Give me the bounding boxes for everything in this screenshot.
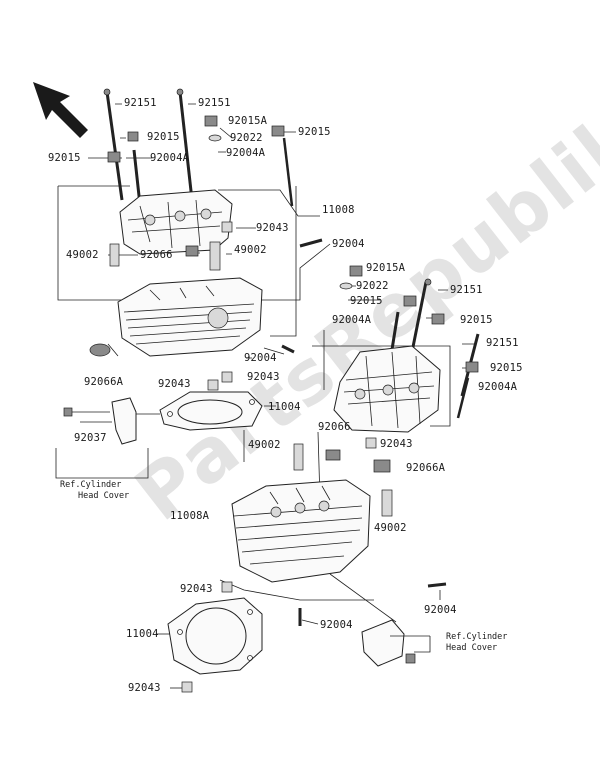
part-label-92043-dowel-b[interactable]: 92043 [158,378,191,390]
ref-note-rear-line-2: Head Cover [446,643,498,653]
part-label-92004A-stud-b[interactable]: 92004A [226,147,266,159]
part-label-92004-stud-d[interactable]: 92004 [320,619,353,631]
part-label-11004-gasket-front[interactable]: 11004 [268,401,301,413]
part-label-92004A-stud-rear-b[interactable]: 92004A [478,381,518,393]
part-label-92043-dowel-f[interactable]: 92043 [128,682,161,694]
part-label-92004A-stud-rear[interactable]: 92004A [332,314,372,326]
part-label-49002-tappet-a[interactable]: 49002 [66,249,99,261]
part-label-92066-plug-rear[interactable]: 92066 [318,421,351,433]
part-label-92043-dowel-c[interactable]: 92043 [247,371,280,383]
part-label-49002-tappet-d[interactable]: 49002 [374,522,407,534]
part-label-92151-bolt-b[interactable]: 92151 [198,97,231,109]
part-label-92015-nut-a[interactable]: 92015 [147,131,180,143]
part-label-92015-nut-rear-a[interactable]: 92015 [350,295,383,307]
part-label-92004-stud-c[interactable]: 92004 [424,604,457,616]
part-label-92015A-nut[interactable]: 92015A [228,115,268,127]
part-label-92043-dowel-e[interactable]: 92043 [180,583,213,595]
part-label-92015-nut-b[interactable]: 92015 [298,126,331,138]
part-label-92066-plug-a[interactable]: 92066 [140,249,173,261]
part-label-92043-dowel-a[interactable]: 92043 [256,222,289,234]
part-label-92066A-plug-rear[interactable]: 92066A [406,462,446,474]
part-label-92022-washer[interactable]: 92022 [230,132,263,144]
front-arrow-icon [33,82,88,138]
part-label-11004-gasket-rear[interactable]: 11004 [126,628,159,640]
part-label-92022-washer-rear[interactable]: 92022 [356,280,389,292]
part-label-92015-nut-rear-c[interactable]: 92015 [490,362,523,374]
part-label-49002-tappet-b[interactable]: 49002 [234,244,267,256]
ref-note-front-line-1: Ref.Cylinder [60,480,122,490]
ref-note-front-line-2: Head Cover [78,491,130,501]
rear-cylinder-head-assembly [156,265,480,693]
part-label-92151-bolt-rear-a[interactable]: 92151 [450,284,483,296]
part-label-11008-cylinder-head[interactable]: 11008 [322,204,355,216]
ref-note-front-head-cover: Ref.Cylinder Head Cover [60,480,129,502]
part-label-49002-tappet-c[interactable]: 49002 [248,439,281,451]
part-label-92015-nut-rear-b[interactable]: 92015 [460,314,493,326]
front-cylinder-head-assembly [55,88,331,479]
part-label-92004-stud-b[interactable]: 92004 [244,352,277,364]
part-label-92151-bolt-a[interactable]: 92151 [124,97,157,109]
ref-note-rear-head-cover: Ref.Cylinder Head Cover [446,632,507,654]
part-label-92037-bolt[interactable]: 92037 [74,432,107,444]
part-label-92151-bolt-rear-b[interactable]: 92151 [486,337,519,349]
part-label-92004A-stud-a[interactable]: 92004A [150,152,190,164]
part-label-92043-dowel-d[interactable]: 92043 [380,438,413,450]
part-label-92066A-plug-front[interactable]: 92066A [84,376,124,388]
part-label-92004-stud-a[interactable]: 92004 [332,238,365,250]
part-label-11008A-cylinder-head[interactable]: 11008A [170,510,210,522]
ref-note-rear-line-1: Ref.Cylinder [446,632,508,642]
part-label-92015-nut-c[interactable]: 92015 [48,152,81,164]
part-label-92015A-nut-rear[interactable]: 92015A [366,262,406,274]
